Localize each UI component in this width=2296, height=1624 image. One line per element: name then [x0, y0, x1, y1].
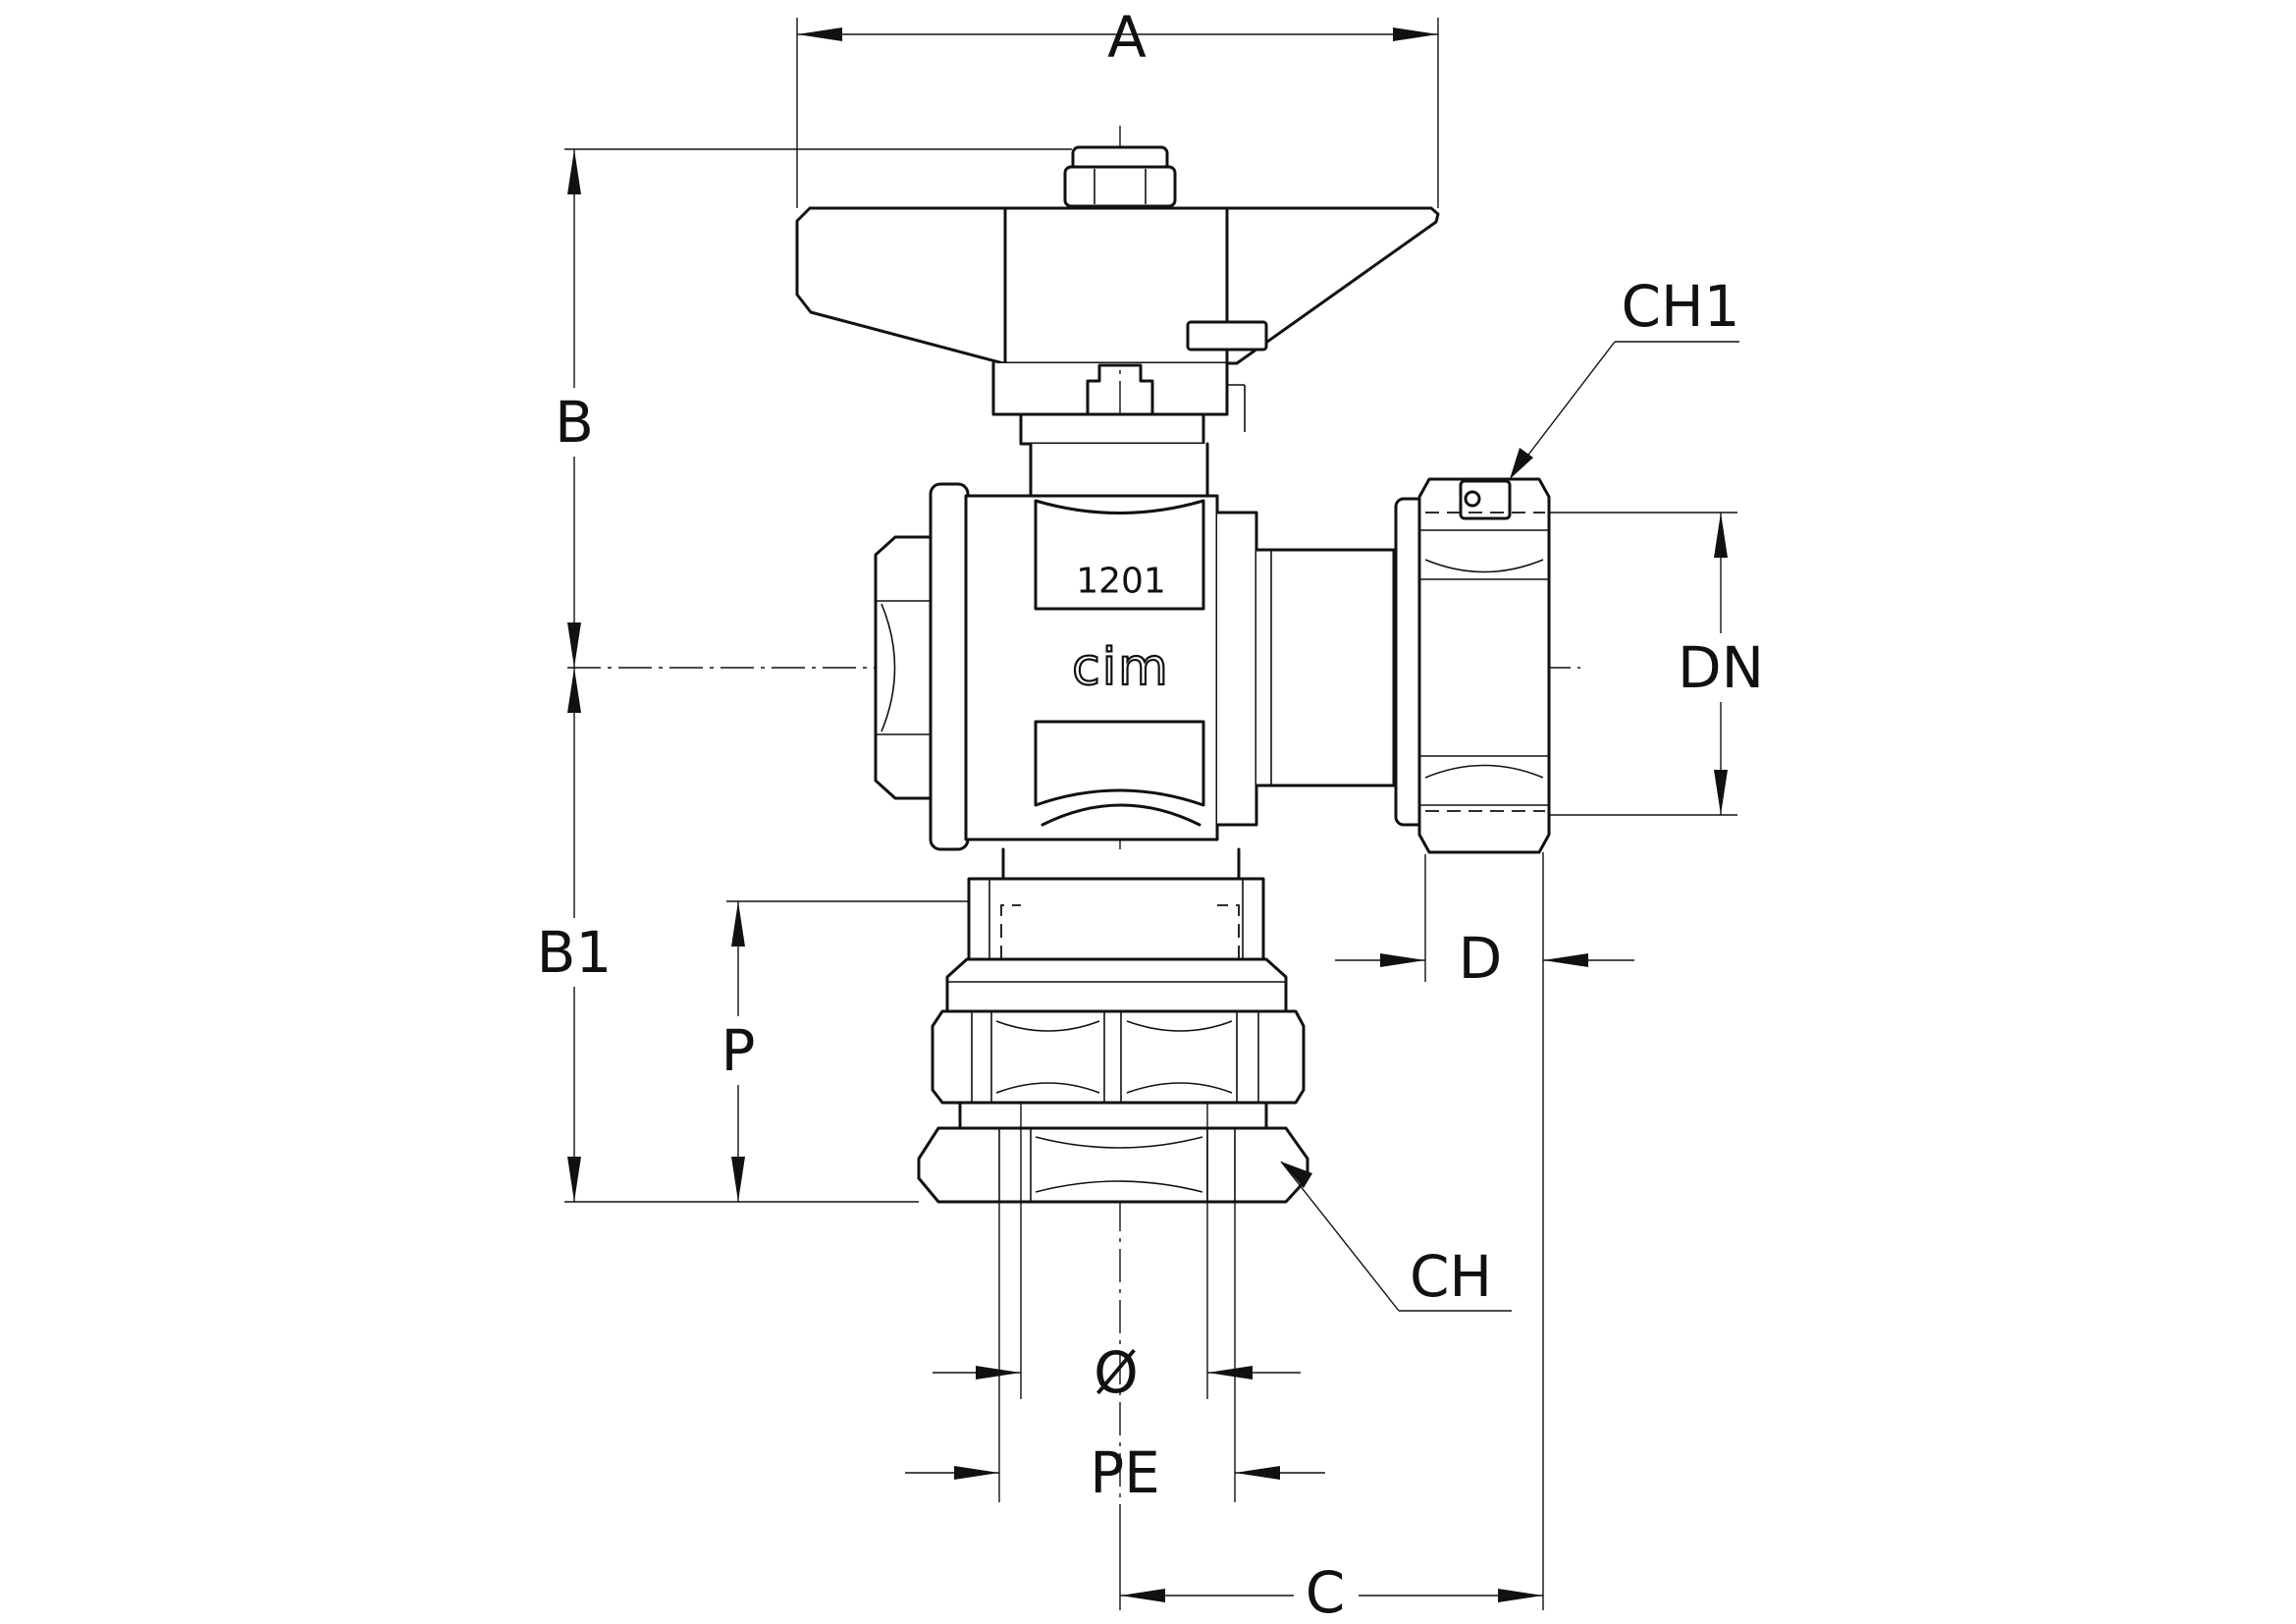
label-p: P [721, 1017, 756, 1084]
label-a: A [1107, 4, 1147, 71]
leader-ch: CH [1280, 1161, 1512, 1312]
label-pe: PE [1090, 1439, 1160, 1506]
label-d: D [1459, 925, 1503, 992]
dimension-pe: PE [905, 1439, 1325, 1506]
label-dn: DN [1678, 634, 1764, 701]
dimension-b1: B1 [528, 668, 620, 1202]
label-ch: CH [1410, 1243, 1492, 1310]
dimension-diameter: Ø [933, 1339, 1301, 1406]
side-outlet-pipe [1255, 548, 1396, 787]
leader-ch1: CH1 [1509, 273, 1740, 480]
brand-logo-marking: cim [1072, 638, 1170, 697]
compression-hex-nut [931, 1009, 1306, 1105]
label-b: B [555, 389, 594, 456]
dimension-d: D [1335, 925, 1634, 992]
left-hex-plug [874, 535, 933, 800]
dimension-c: C [1120, 1559, 1543, 1624]
compression-collar [945, 957, 1288, 1013]
butterfly-handle [795, 206, 1440, 432]
main-body: 1201 cim [929, 482, 1258, 851]
dimension-b: B [538, 149, 611, 668]
label-c: C [1306, 1559, 1346, 1624]
dimension-dn: DN [1675, 513, 1767, 815]
valve-drawing: 1201 cim [795, 145, 1551, 1204]
model-number-marking: 1201 [1076, 562, 1166, 602]
extension-lines [564, 18, 1737, 1610]
dimension-a: A [797, 4, 1438, 71]
bottom-hex-ch [917, 1101, 1309, 1204]
label-diameter: Ø [1094, 1339, 1139, 1406]
union-nut-ch1 [1394, 477, 1551, 854]
dimension-p: P [707, 901, 770, 1202]
handle-cap-screw [1063, 145, 1177, 208]
label-b1: B1 [537, 919, 613, 986]
stem-neck [1019, 412, 1209, 498]
label-ch1: CH1 [1621, 273, 1739, 340]
compression-sleeve [967, 877, 1265, 961]
